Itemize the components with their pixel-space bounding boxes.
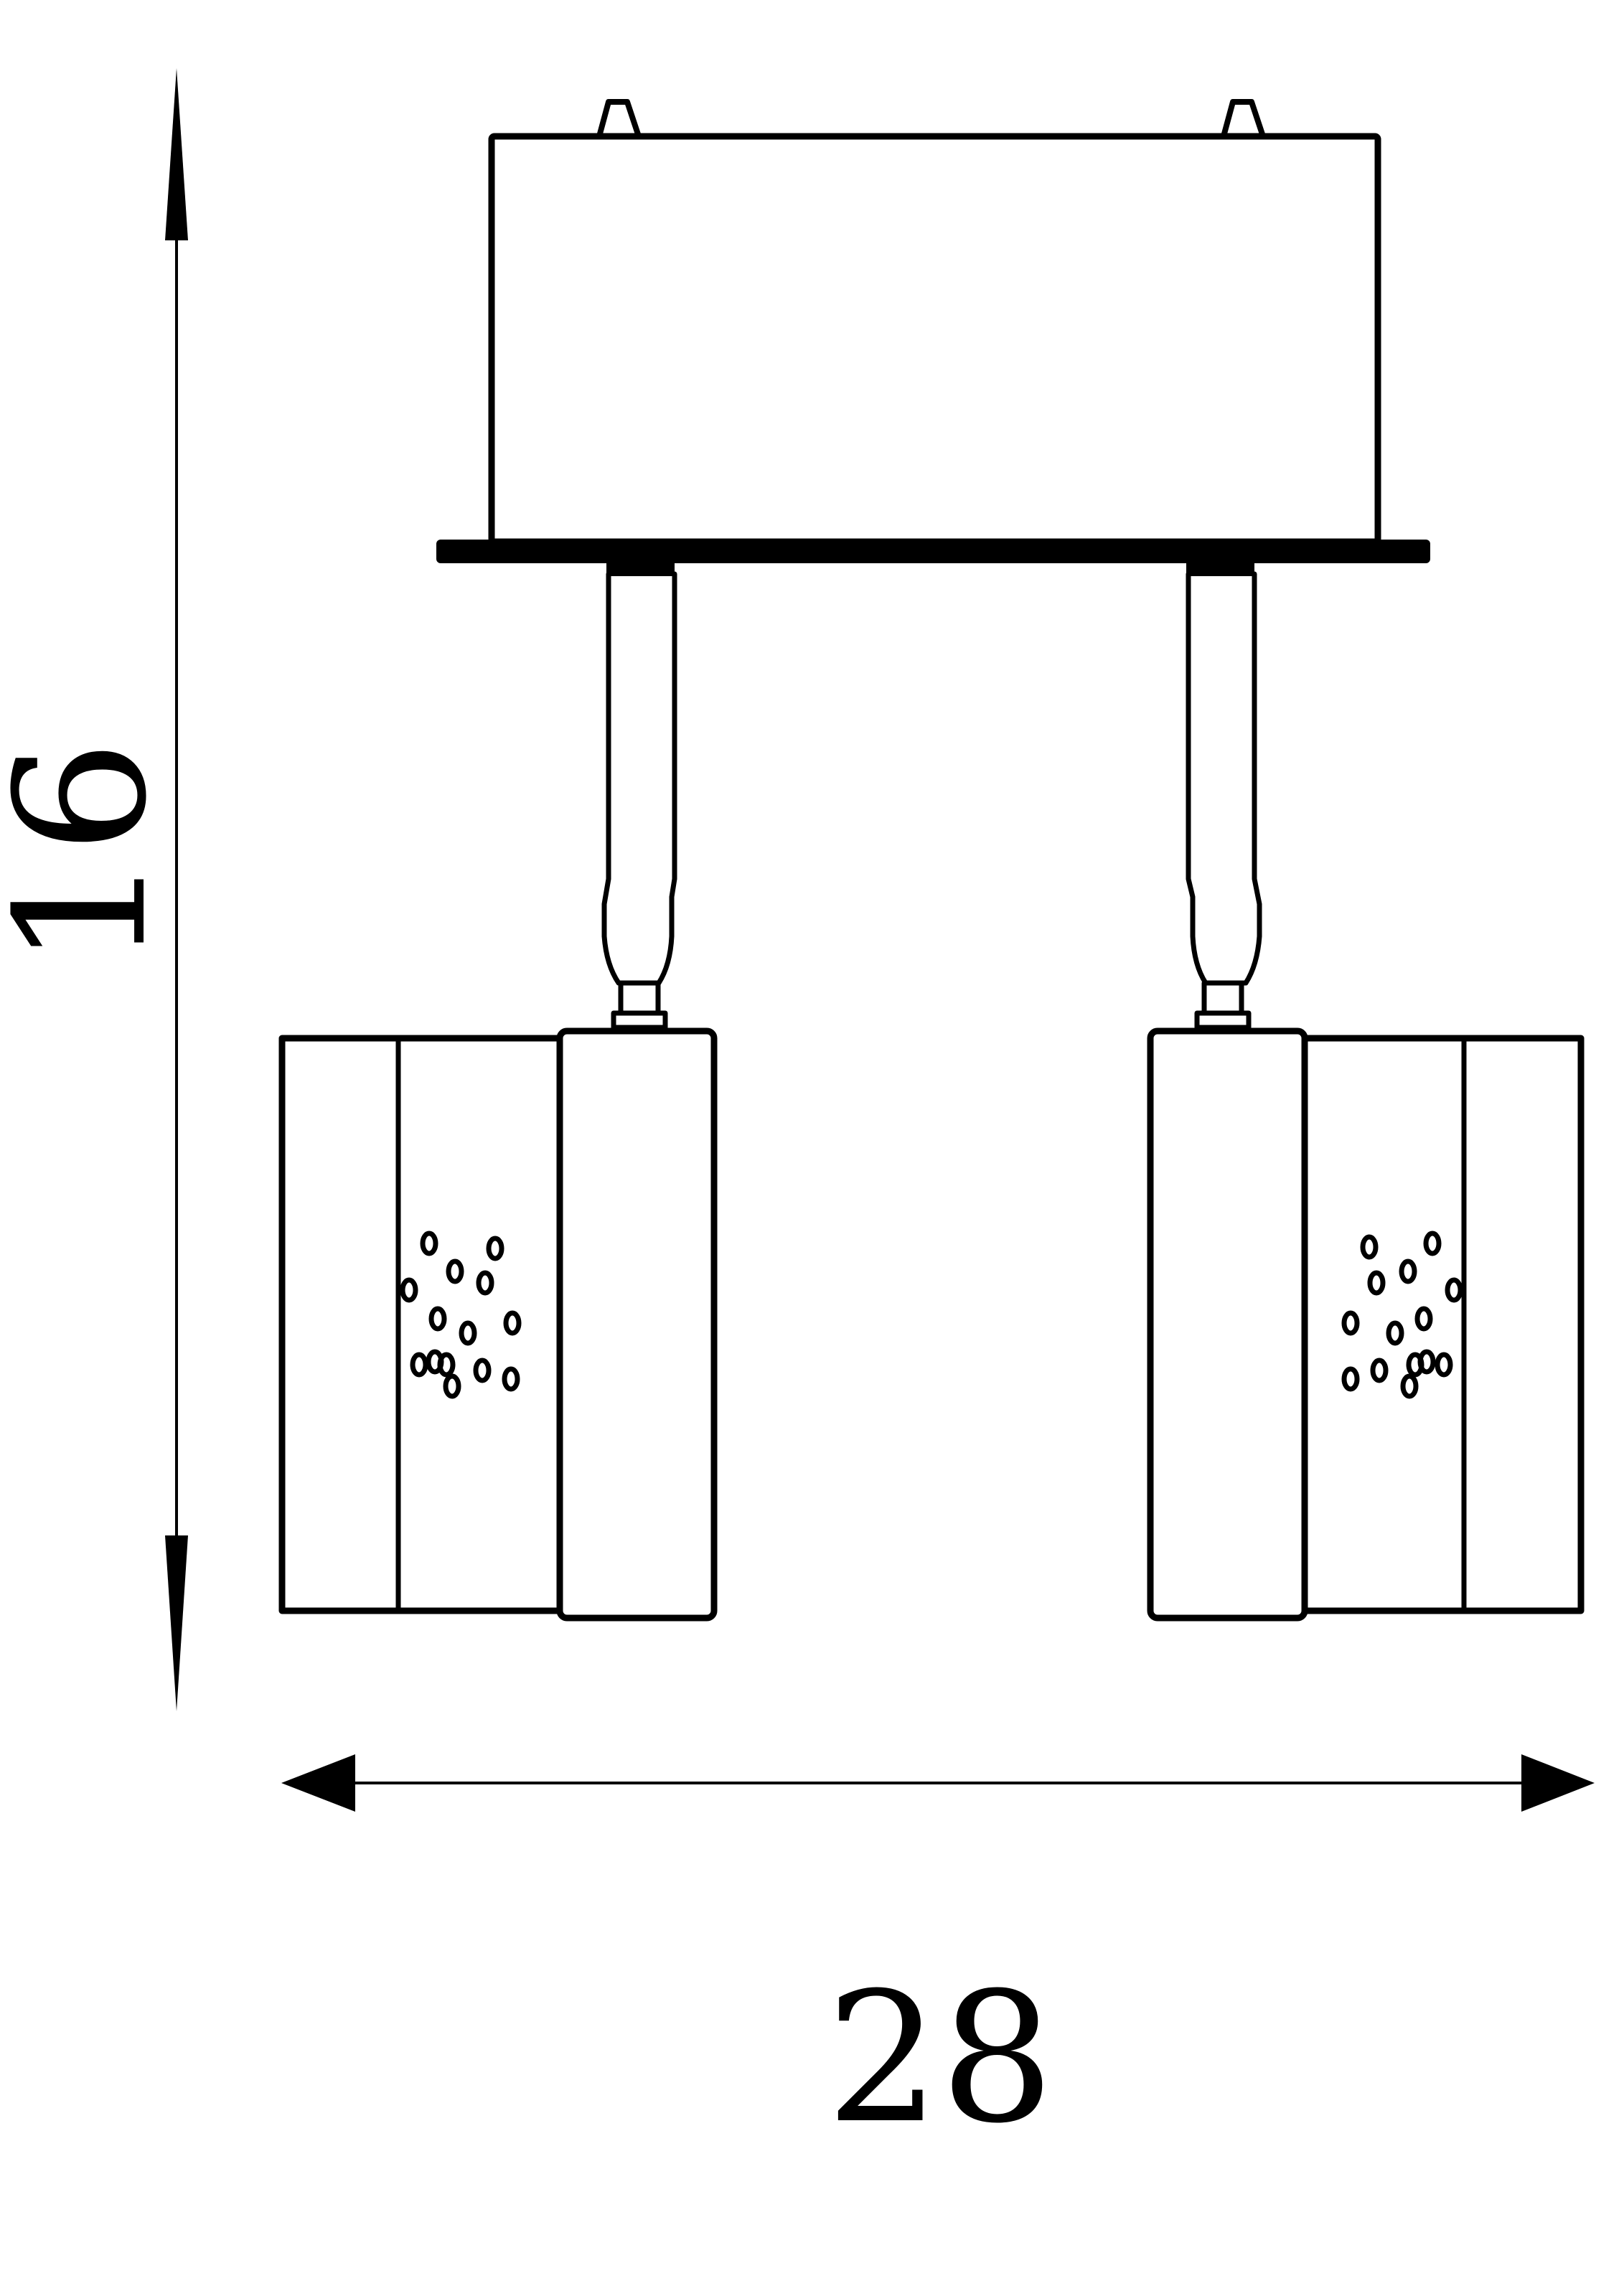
perforation-hole bbox=[1414, 1306, 1433, 1332]
perforation-hole bbox=[1360, 1234, 1379, 1260]
mounting-tab-left bbox=[596, 99, 642, 139]
perforation-hole bbox=[420, 1231, 438, 1256]
right-spotlight-holes bbox=[1341, 1231, 1463, 1399]
left-spotlight bbox=[278, 1027, 718, 1622]
height-arrow-bottom bbox=[165, 1535, 188, 1711]
perforation-hole bbox=[446, 1258, 464, 1284]
canopy-base-plate bbox=[436, 540, 1430, 563]
perforation-hole bbox=[1367, 1270, 1386, 1296]
perforation-hole bbox=[486, 1236, 504, 1261]
perforation-hole bbox=[1370, 1358, 1389, 1383]
canopy-box bbox=[488, 133, 1381, 545]
perforation-hole bbox=[443, 1373, 461, 1399]
perforation-hole bbox=[1386, 1320, 1404, 1346]
perforation-hole bbox=[428, 1306, 447, 1332]
perforation-hole bbox=[400, 1277, 418, 1303]
perforation-hole bbox=[1423, 1231, 1442, 1256]
right-spotlight bbox=[1147, 1027, 1585, 1622]
width-arrow-left bbox=[281, 1754, 355, 1812]
right-arm bbox=[1186, 563, 1262, 1030]
perforation-hole bbox=[1400, 1373, 1419, 1399]
width-dimension: 28 bbox=[281, 1754, 1595, 2163]
perforation-hole bbox=[502, 1366, 520, 1392]
width-label: 28 bbox=[826, 1954, 1054, 2163]
perforation-hole bbox=[476, 1270, 494, 1296]
perforation-hole bbox=[1435, 1352, 1453, 1378]
mounting-tab-right bbox=[1221, 99, 1266, 139]
perforation-hole bbox=[437, 1352, 456, 1378]
width-arrow-right bbox=[1521, 1754, 1595, 1812]
perforation-hole bbox=[1341, 1366, 1360, 1392]
left-arm bbox=[601, 563, 677, 1030]
height-dimension: 16 bbox=[0, 68, 188, 1711]
perforation-hole bbox=[1399, 1258, 1417, 1284]
height-arrow-top bbox=[165, 68, 188, 240]
ceiling-canopy bbox=[436, 99, 1430, 563]
height-label: 16 bbox=[0, 740, 186, 968]
perforation-hole bbox=[473, 1358, 492, 1383]
perforation-hole bbox=[410, 1352, 428, 1378]
perforation-hole bbox=[1406, 1352, 1424, 1378]
perforation-hole bbox=[1341, 1310, 1360, 1336]
perforation-hole bbox=[459, 1320, 477, 1346]
perforation-hole bbox=[503, 1310, 522, 1336]
perforation-hole bbox=[1445, 1277, 1463, 1303]
left-spotlight-holes bbox=[400, 1231, 522, 1399]
